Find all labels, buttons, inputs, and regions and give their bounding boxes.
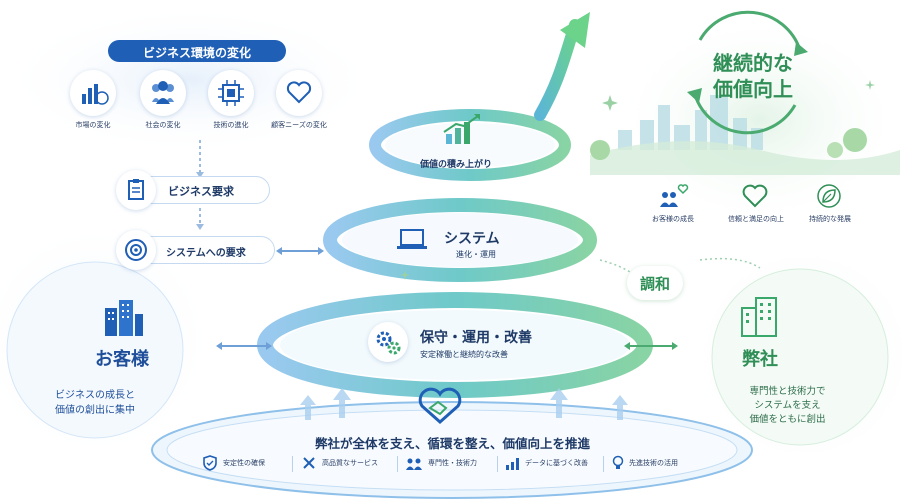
system-subtitle: 進化・運用 <box>456 250 496 259</box>
customer-desc-line1: ビジネスの成長と <box>55 390 135 401</box>
harmony-label: 調和 <box>639 275 670 293</box>
business-requirement-label: ビジネス要求 <box>168 185 234 198</box>
gears-icon <box>376 331 401 355</box>
clipboard-icon-circle <box>116 170 156 210</box>
foundation-item-4: 先進技術の活用 <box>611 455 706 473</box>
tech-evolution-icon-circle <box>208 70 254 116</box>
divider <box>497 456 498 472</box>
shield-icon <box>203 455 217 471</box>
growth-chart-icon <box>443 114 480 144</box>
environment-title: ビジネス環境の変化 <box>142 46 251 60</box>
customer-desc-line2: 価値の創出に集中 <box>55 405 135 416</box>
foundation-item-2: 専門性・技術力 <box>405 455 500 473</box>
foundation-item-label-4: 先進技術の活用 <box>629 459 678 467</box>
people-heart-icon <box>660 184 689 207</box>
foundation-item-label-3: データに基づく改善 <box>525 459 588 467</box>
ops-title: 保守・運用・改善 <box>420 330 532 346</box>
people-icon <box>152 81 174 104</box>
target-icon-circle <box>116 230 156 270</box>
environment-title-pill <box>108 40 286 62</box>
company-building-icon <box>741 297 777 337</box>
gears-icon-circle <box>368 322 408 362</box>
customer-title: お客様 <box>95 349 149 370</box>
company-desc-line3: 価値をともに創出 <box>749 414 826 425</box>
system-requirement-label: システムへの要求 <box>166 248 246 259</box>
foundation-item-label-1: 高品質なサービス <box>322 459 378 467</box>
harmony-badge <box>627 266 683 300</box>
goal-item-label-2: 持続的な発展 <box>809 215 851 223</box>
leaf-icon <box>817 184 841 208</box>
company-title: 弊社 <box>742 349 778 370</box>
foundation-item-label-2: 専門性・技術力 <box>428 459 477 467</box>
goal-item-label-1: 信頼と満足の向上 <box>728 215 784 223</box>
value-stack-label: 価値の積み上がり <box>420 160 493 170</box>
bar-chart-icon <box>506 458 519 470</box>
divider <box>603 456 604 472</box>
handshake-icon-circle <box>416 386 464 426</box>
foundation-item-1: 高品質なサービス <box>301 455 401 473</box>
customer-needs-icon-circle <box>276 70 322 116</box>
foundation-item-label-0: 安定性の確保 <box>223 459 265 467</box>
lightbulb-icon <box>612 455 624 469</box>
company-desc-line1: 専門性と技術力で <box>749 386 826 397</box>
goal-title-line2: 価値向上 <box>713 77 793 101</box>
office-buildings-icon <box>105 300 143 336</box>
ops-subtitle: 安定稼働と継続的な改善 <box>420 350 508 359</box>
foundation-item-3: データに基づく改善 <box>505 455 605 473</box>
company-desc-line2: システムを支え <box>754 400 821 411</box>
foundation-title: 弊社が全体を支え、循環を整え、価値向上を推進 <box>314 436 590 451</box>
market-change-icon-circle <box>70 70 116 116</box>
heart-icon <box>742 184 768 208</box>
target-icon <box>125 239 147 261</box>
chart-globe-icon <box>82 84 109 105</box>
foundation-item-0: 安定性の確保 <box>203 455 293 473</box>
chip-icon <box>218 80 244 106</box>
society-change-icon-circle <box>140 70 186 116</box>
tools-icon <box>303 457 315 469</box>
env-item-label-0: 市場の変化 <box>75 121 111 129</box>
heart-icon <box>286 81 312 104</box>
team-icon <box>406 458 422 470</box>
handshake-heart-icon <box>418 387 462 425</box>
env-item-label-1: 社会の変化 <box>145 121 181 129</box>
system-title: システム <box>444 231 500 247</box>
clipboard-icon <box>128 179 144 200</box>
divider <box>397 456 398 472</box>
goal-title-line1: 継続的な <box>713 51 793 75</box>
divider <box>292 456 293 472</box>
env-item-label-2: 技術の進化 <box>213 121 249 129</box>
env-item-label-3: 顧客ニーズの変化 <box>271 121 327 129</box>
goal-item-label-0: お客様の成長 <box>652 215 694 223</box>
laptop-icon <box>397 229 427 249</box>
